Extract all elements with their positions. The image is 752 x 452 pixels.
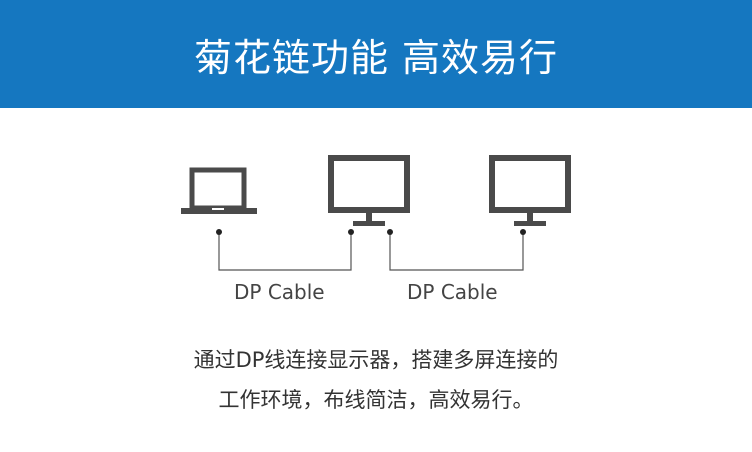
cable-label-1: DP Cable (234, 280, 325, 304)
description-line-1: 通过DP线连接显示器，搭建多屏连接的 (193, 348, 559, 372)
daisy-chain-diagram: DP Cable DP Cable (0, 108, 752, 328)
cable-label-2: DP Cable (407, 280, 498, 304)
monitor-icon (489, 155, 571, 226)
laptop-icon (181, 167, 257, 214)
cable-connector-2 (387, 229, 526, 271)
description-text: 通过DP线连接显示器，搭建多屏连接的 工作环境，布线简洁，高效易行。 (0, 340, 752, 420)
cable-connector-1 (216, 229, 354, 271)
diagram-graphic (181, 155, 571, 271)
monitor-icon (328, 155, 410, 226)
header-banner: 菊花链功能 高效易行 (0, 0, 752, 108)
description-line-2: 工作环境，布线简洁，高效易行。 (218, 388, 534, 412)
page-title: 菊花链功能 高效易行 (193, 35, 559, 80)
